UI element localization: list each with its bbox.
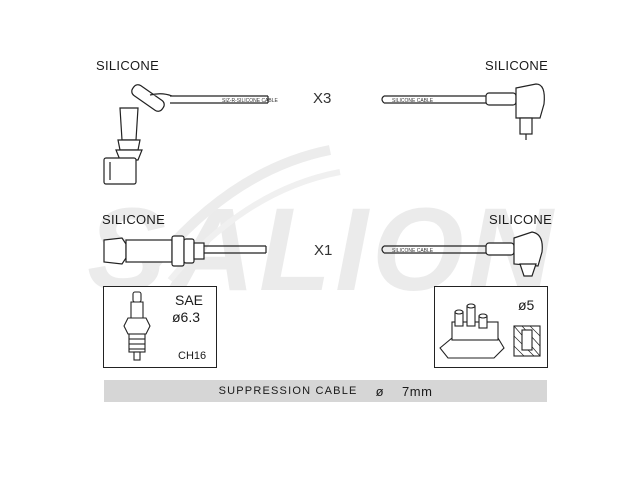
angled-boot-right-2 [485,231,543,277]
cable-left-1: SIZ-R-SILICONE CABLE [170,95,279,104]
angled-boot-right [485,83,545,140]
spark-plug-box [103,286,217,368]
svg-text:SIZ-R-SILICONE CABLE: SIZ-R-SILICONE CABLE [222,98,279,104]
row1-quantity: X3 [313,90,332,107]
svg-text:SILICONE CABLE: SILICONE CABLE [392,98,434,104]
spark-plug-icon [123,291,151,361]
cable-left-2 [204,245,267,254]
banner-label: SUPPRESSION CABLE [218,385,358,397]
cable-right-1: SILICONE CABLE [381,95,486,104]
cable-right-2: SILICONE CABLE [381,245,486,254]
distributor-cap-icon [439,303,505,359]
row1-left-label: SILICONE [96,58,160,73]
terminal-section-icon [513,325,541,357]
spark-plug-standard: SAE [175,292,204,308]
row2-right-label: SILICONE [489,212,553,227]
row2-quantity: X1 [314,242,333,259]
row2-left-label: SILICONE [102,212,166,227]
svg-text:SILICONE CABLE: SILICONE CABLE [392,248,434,254]
spark-plug-diameter: ø6.3 [172,309,201,325]
terminal-diameter: ø5 [518,297,535,313]
row1-right-label: SILICONE [485,58,549,73]
spark-plug-hex: CH16 [178,350,207,362]
banner-size: 7mm [402,383,433,399]
banner-symbol: ø [375,383,385,399]
angled-boot-left [103,84,173,185]
suppression-cable-banner: SUPPRESSION CABLE ø 7mm [104,380,547,402]
straight-boot-left [103,235,205,267]
